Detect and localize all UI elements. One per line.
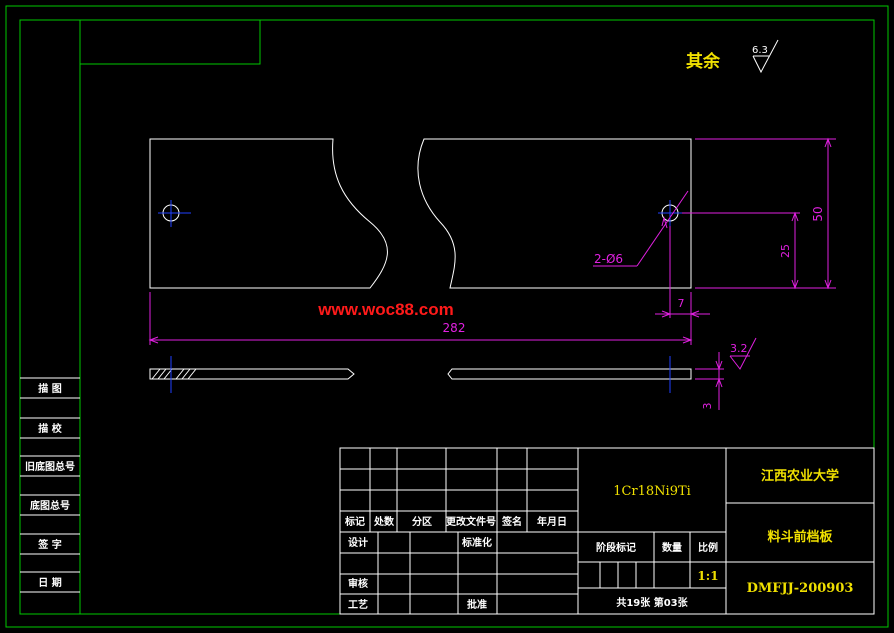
dim-hole-offset-x: 7 xyxy=(678,297,685,310)
side-view xyxy=(149,368,692,380)
side-label-check: 描 校 xyxy=(38,422,62,435)
part-name: 料斗前档板 xyxy=(767,529,833,545)
label-design: 设计 xyxy=(348,536,368,549)
label-quantity: 数量 xyxy=(662,541,682,554)
rev-header-mark: 标记 xyxy=(344,515,365,528)
label-scale: 比例 xyxy=(698,541,718,554)
hole-center-lines xyxy=(158,200,690,227)
dim-hole-offset-y: 25 xyxy=(779,244,792,258)
rev-header-sign: 签名 xyxy=(501,515,522,528)
side-column: 描 图 描 校 旧底图总号 底图总号 签 字 日 期 xyxy=(20,377,80,593)
section-hatch xyxy=(151,368,197,380)
label-process: 工艺 xyxy=(348,598,368,611)
side-label-date: 日 期 xyxy=(38,576,61,589)
title-block: 标记 处数 分区 更改文件号 签名 年月日 设计 标准化 审核 工艺 批准 1C… xyxy=(339,447,875,615)
surface-roughness-icon xyxy=(729,337,757,370)
side-label-trace: 描 图 xyxy=(38,382,61,395)
scale-value: 1:1 xyxy=(697,569,718,583)
dim-holes: 2-Ø6 xyxy=(594,252,623,266)
side-label-sign: 签 字 xyxy=(37,538,61,551)
roughness-note: 其余 6.3 xyxy=(686,39,779,74)
watermark: www.woc88.com xyxy=(317,300,453,319)
label-standardization: 标准化 xyxy=(461,536,492,549)
sheet-count: 共19张 第03张 xyxy=(616,596,688,609)
material: 1Cr18Ni9Ti xyxy=(613,484,691,499)
rev-header-count: 处数 xyxy=(373,515,395,528)
drawing-number: DMFJJ-200903 xyxy=(747,581,854,596)
rev-header-date: 年月日 xyxy=(537,515,567,528)
roughness-symbol-icon xyxy=(752,39,779,74)
side-label-base-number: 底图总号 xyxy=(30,499,70,512)
school-name: 江西农业大学 xyxy=(761,468,839,484)
rev-header-zone: 分区 xyxy=(412,515,432,528)
side-label-old-number: 旧底图总号 xyxy=(25,460,75,473)
roughness-value: 6.3 xyxy=(752,45,768,56)
dimension-lines xyxy=(148,137,836,410)
label-approve: 批准 xyxy=(467,598,487,611)
dim-length: 282 xyxy=(443,321,466,335)
dim-surface-roughness: 3.2 xyxy=(730,342,748,355)
dim-height: 50 xyxy=(811,206,825,221)
roughness-label: 其余 xyxy=(686,51,721,72)
rev-header-doc: 更改文件号 xyxy=(446,515,496,528)
label-stage-mark: 阶段标记 xyxy=(596,541,636,554)
label-review: 审核 xyxy=(348,577,368,590)
side-view-center-lines xyxy=(170,356,671,393)
dim-thickness: 3 xyxy=(701,403,714,410)
